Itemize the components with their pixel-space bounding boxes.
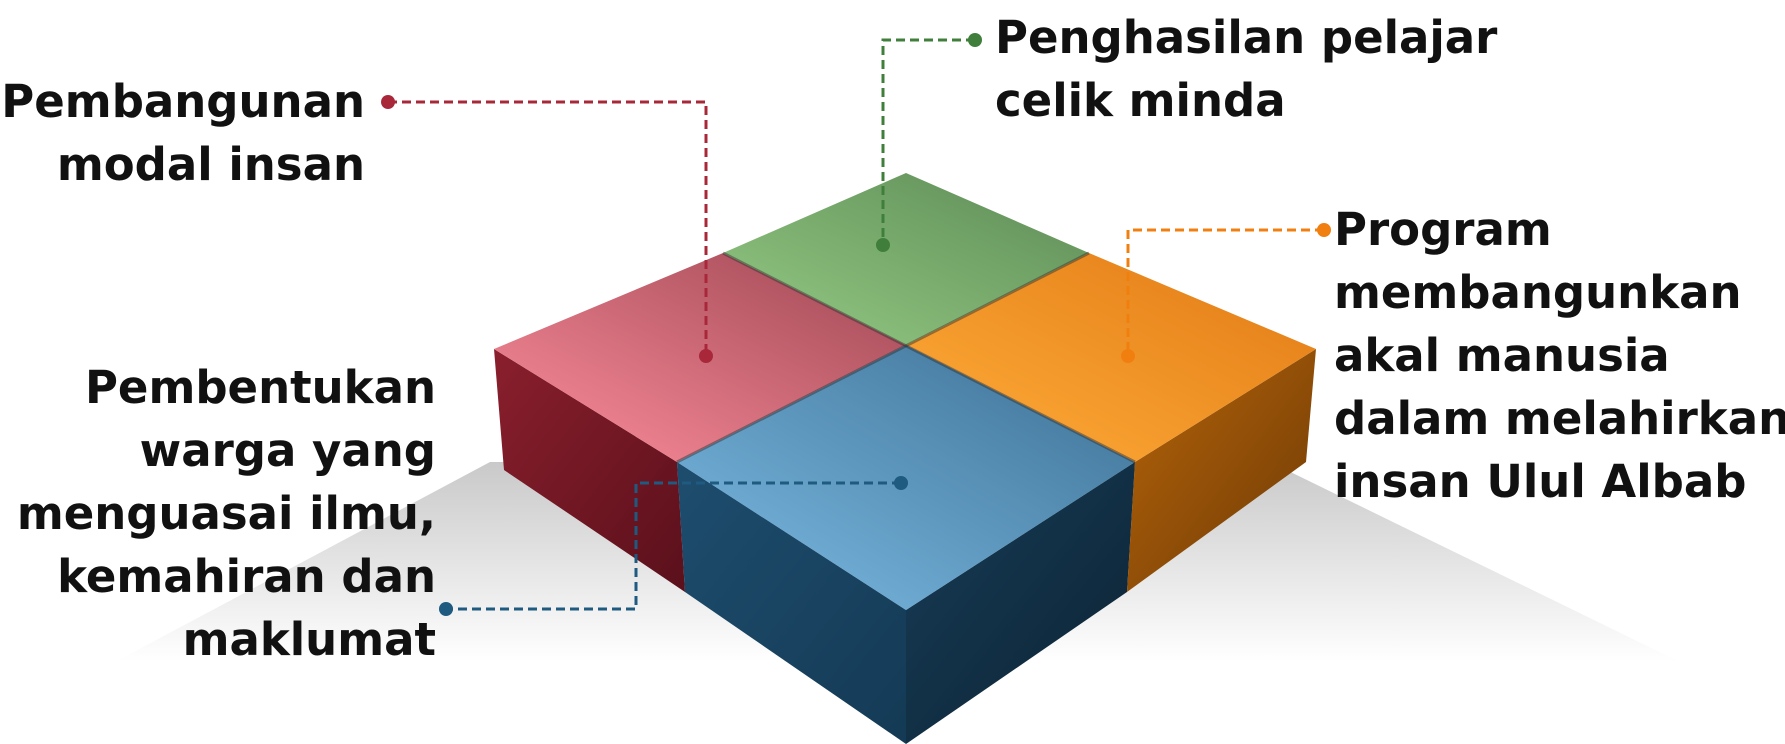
label-orange-line: insan Ulul Albab (1334, 455, 1747, 508)
label-blue-line: warga yang (139, 424, 436, 477)
label-blue: Pembentukan warga yang menguasai ilmu, k… (17, 356, 436, 671)
label-red: Pembangunan modal insan (1, 70, 365, 196)
green-block-top (723, 173, 1089, 345)
blue-block-dot (894, 476, 908, 490)
green-block-dot (876, 238, 890, 252)
label-orange-line: Program (1334, 203, 1552, 256)
block-seam (676, 251, 1090, 464)
red-connector (388, 100, 708, 356)
label-red-line: Pembangunan (1, 75, 365, 128)
blue-connector (446, 481, 901, 611)
green-connector-dot (968, 33, 982, 47)
label-green: Penghasilan pelajar celik minda (995, 6, 1497, 132)
label-green-line: celik minda (995, 74, 1286, 127)
label-orange: Program membangunkan akal manusia dalam … (1334, 198, 1785, 513)
label-blue-line: kemahiran dan (57, 550, 436, 603)
label-blue-line: menguasai ilmu, (16, 487, 436, 540)
label-orange-line: dalam melahirkan (1334, 392, 1785, 445)
label-green-line: Penghasilan pelajar (995, 11, 1498, 64)
label-orange-line: akal manusia (1334, 329, 1670, 382)
orange-block-top (906, 253, 1316, 462)
red-connector-dot (381, 95, 395, 109)
label-red-line: modal insan (56, 138, 365, 191)
blue-block-top (677, 345, 1135, 610)
label-orange-line: membangunkan (1334, 266, 1742, 319)
orange-block-dot (1121, 349, 1135, 363)
blue-block-right-side (906, 462, 1135, 744)
label-blue-line: Pembentukan (84, 361, 436, 414)
block-seam (722, 251, 1136, 464)
blue-block-left-side (677, 462, 906, 744)
label-blue-line: maklumat (182, 613, 436, 666)
orange-connector-dot (1317, 223, 1331, 237)
orange-connector (1126, 228, 1324, 356)
red-block-dot (699, 349, 713, 363)
orange-block-right-side (1127, 349, 1316, 592)
blue-connector-dot (439, 602, 453, 616)
green-connector (881, 38, 975, 245)
